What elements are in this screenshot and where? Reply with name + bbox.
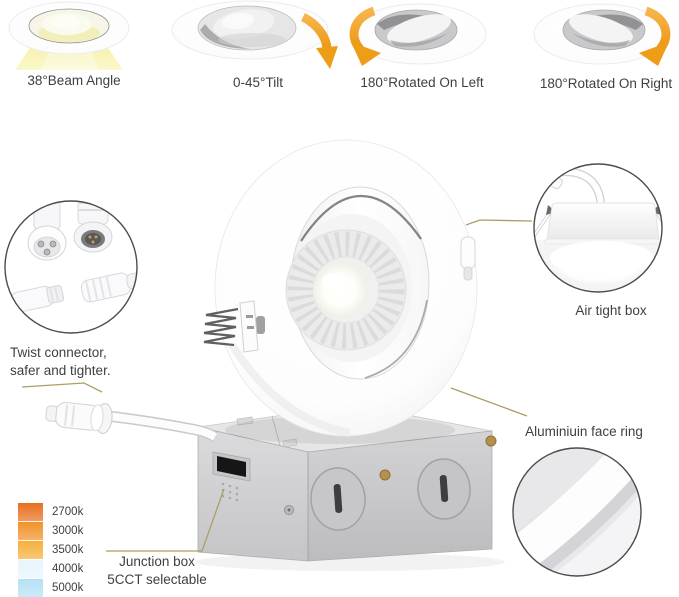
face-ring-photo [512,447,642,577]
feature-label-tilt: 0-45°Tilt [233,75,283,90]
cct-label-2700k: 2700k [52,506,84,519]
air-tight-box-callout-line [465,219,533,226]
downlight-photo [203,139,478,444]
feature-label-beam-angle: 38°Beam Angle [27,73,121,88]
cct-label-3500k: 3500k [52,543,84,556]
brass-screw [485,435,497,447]
twist-connector-label-line2: safer and tighter. [10,362,111,378]
knockout [417,458,471,520]
cct-label-3000k: 3000k [52,525,84,538]
twist-connector-plug [45,401,113,434]
cct-label-4000k: 4000k [52,562,84,575]
cct-swatch-2700k [18,503,43,521]
junction-box-label-line1: Junction box [119,554,195,569]
twist-connector-label-line1: Twist connector, [10,345,107,360]
tilt-arrow-icon [300,12,338,69]
feature-label-rotated-left: 180°Rotated On Left [360,75,484,90]
cct-labels: 2700k 3000k 3500k 4000k 5000k [52,503,83,597]
cct-legend: 2700k 3000k 3500k 4000k 5000k [18,503,83,597]
rotate-right-illustration [533,3,671,66]
brass-screw [379,469,391,481]
cct-swatch-5000k [18,578,43,597]
knockout [310,467,366,531]
face-ring-callout-line [450,387,528,417]
feature-label-rotated-right: 180°Rotated On Right [539,76,673,91]
tilt-illustration [171,0,338,69]
power-cable [45,401,218,442]
rotate-left-arrow-icon [349,6,381,66]
callout-lines [21,219,533,552]
air-tight-box-label: Air tight box [575,303,647,318]
rotate-right-arrow-icon [639,6,671,66]
cct-swatch-4000k [18,559,43,578]
cct-color-bar [18,503,43,597]
junction-box-label-line2: 5CCT selectable [107,571,207,587]
air-tight-box-photo [533,163,663,293]
spring-clip [203,300,259,353]
junction-box-label: Junction box 5CCT selectable [77,553,237,589]
cct-switch [212,451,251,482]
twist-connector-label: Twist connector, safer and tighter. [10,344,150,380]
twist-connector-callout-line [21,382,103,393]
rotate-left-illustration [349,3,487,66]
face-ring-label: Aluminiuin face ring [525,424,643,439]
cct-swatch-3000k [18,521,43,540]
cct-swatch-3500k [18,540,43,559]
cct-label-5000k: 5000k [52,581,84,594]
beam-angle-illustration [8,1,130,70]
mounting-tab [460,236,476,281]
junction-box-callout-line [106,488,225,552]
twist-connector-photo [4,200,138,334]
